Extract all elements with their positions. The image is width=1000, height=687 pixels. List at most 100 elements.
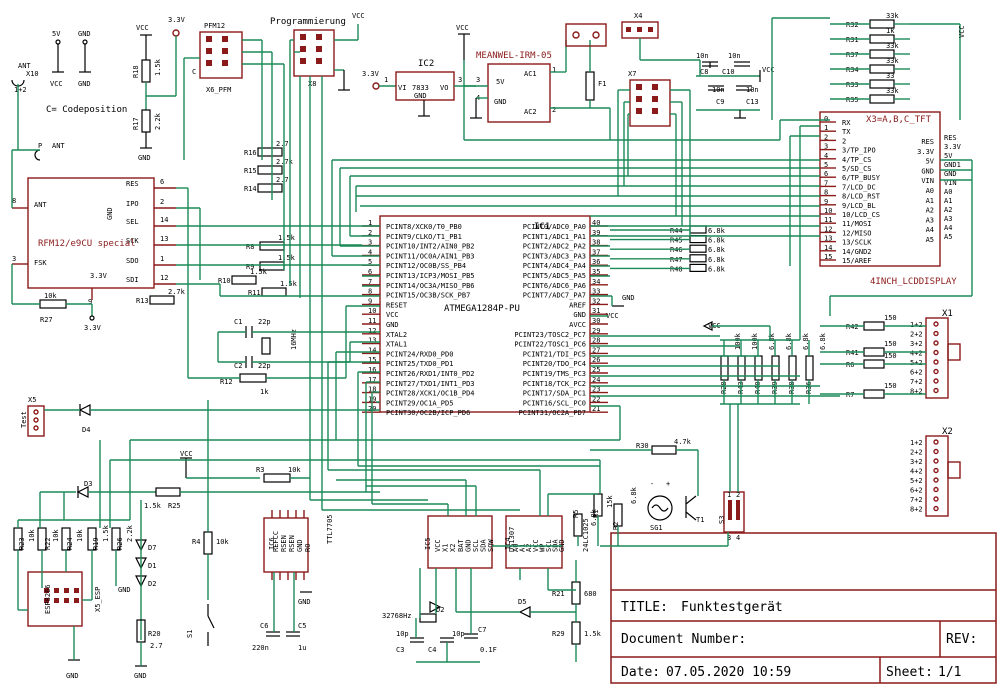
connector-pin [933,496,939,502]
buzzer-switch-area: R30 4.7k - + SG1 T1 S3 1 2 3 4 [590,404,745,547]
x8-label: X8 [308,80,316,88]
vcc-mw: VCC [456,24,469,32]
x7-connector: X7 [628,70,671,127]
label-5v: 5V [52,30,61,38]
mw-gnd: GND [494,98,507,106]
mw-p1: 1 [552,66,556,74]
c5-val: 1u [298,644,306,652]
c2-ref: C2 [234,362,242,370]
connector-pin-label: 1+2 [910,439,923,447]
xtal-label: 32768Hz [382,612,412,620]
sg1-label: SG1 [650,524,663,532]
resistor-ref: R34 [846,66,859,74]
ic4-ref: IC4 [504,537,512,550]
connector-pin [933,321,939,327]
resistor-ref: R37 [846,51,859,59]
d1-label: D1 [148,562,156,570]
r17-ref: R17 [132,117,140,130]
c4-val: 10p [452,630,465,638]
ic2-part: 7833 [412,84,429,92]
mcu-right-pin-num: 25 [592,366,600,374]
r25-ref: R25 [168,502,181,510]
resistor-ref: R14 [244,185,257,193]
r24-ref: R24 [66,537,74,550]
resistor-ref: R16 [244,149,257,157]
ic2-ref: IC2 [418,59,434,69]
gnd-mcu-right: GND [622,294,635,302]
s3-dip-switch [723,491,745,533]
connector-pin-label: 1+2 [910,321,923,329]
mcu-left-pin-num: 4 [368,248,372,256]
tft-pin-name: 15/AREF [842,257,872,265]
title-value: Funktestgerät [681,600,783,615]
s3-pin4: 4 [736,534,740,542]
t1-label: T1 [696,516,704,524]
r29-val: 1.5k [584,630,602,638]
rfm-num-sck: 13 [160,235,168,243]
s1-label: S1 [186,630,194,638]
mcu-left-pin-num: 18 [368,386,376,394]
mcu-left-pin-num: 17 [368,376,376,384]
tft-pin-num: 13 [824,235,832,243]
rfm-pin-res: RES [126,180,139,188]
ic5-part: DS1307 [508,527,516,552]
resistor-value: 100k [751,332,759,350]
d3-diode-icon [76,486,89,498]
mcu-right-pin-num: 29 [592,327,600,335]
s3-pin2: 2 [736,491,740,499]
mcu-left-pin-name: PCINT27/TXD1/INT1_PD3 [386,380,475,388]
resistor-ref: R46 [670,246,683,254]
resistor-body [257,147,283,157]
buzzer-icon [647,495,673,521]
vcc-mcu-right: VCC [606,312,619,320]
s3-label: S3 [718,516,726,524]
connector-pin [933,349,939,356]
resistor-value: 2.7 [276,140,289,148]
mcu-right-power: GND VCC VCC [590,294,770,331]
mcu-right-pin-num: 26 [592,356,600,364]
mcu-right-pin-name: PCINT4/ADC4_PA4 [523,262,586,270]
tft-ext-label: GND1 [944,161,961,169]
vcc-caps: VCC [762,66,775,74]
d4-label: D4 [82,426,90,434]
r3-val: 10k [288,466,301,474]
rfm-pin-fsk-num: 3 [12,255,16,263]
tft-ext-label: A5 [944,233,952,241]
vcc-r18: VCC [136,24,149,32]
c7-val: 0.1F [480,646,497,654]
tft-pin-num: 6 [824,170,828,178]
resistor-value: 6.8k [819,332,827,350]
rfm12-module: ANT FSK 8 3 GND RES IPO SEL SCK SDO SDI … [11,149,176,332]
c3-ref: C3 [396,646,404,654]
connector-pin-label: 6+2 [910,487,923,495]
resistor-ref: R45 [670,237,683,245]
mcu-right-pin-name: GND [573,311,586,319]
mcu-right-pin-num: 35 [592,268,600,276]
gnd-esp-bottom: GND [66,672,79,680]
connector-pin [933,448,939,455]
mcu-left-pin-name: PCINT8/XCK0/T0_PB0 [386,223,462,231]
connector-pin-label: 7+2 [910,496,923,504]
decoupling-caps: 10n C8 10n C10 10n C9 10n C13 VCC [696,52,775,119]
mcu-right-pin-name: PCINT17/SDA_PC1 [523,390,586,398]
test-label: Test [20,411,28,428]
tft-pin-name: 6/TP_BUSY [842,174,881,182]
connector-pin [933,458,939,464]
resistor-ref: R33 [846,81,859,89]
mcu-left-pin-name: PCINT11/OC0A/AIN1_PB3 [386,252,475,260]
resistor-value: 6.8k [802,332,810,350]
connector-pin [933,368,939,375]
meanwell-psu: VCC MEANWEL-IRM-05 AC1 AC2 5V GND 3 4 1 … [456,12,659,123]
ic4-pin-name: GND [558,539,566,552]
ic2-out-label: 3.3V [362,70,380,78]
tft-pin-name: 9/LCD_BL [842,202,876,210]
note-codeposition: C= Codeposition [46,105,127,115]
resistor-value: 2.7k [168,288,186,296]
vertical-resistors-right: R28100kR43100kR406.8kR396.8kR386.8kR366.… [720,332,827,405]
d4-diode-icon [78,404,91,416]
mcu-right-pin-name: PCINT22/TOSC1_PC6 [514,341,586,349]
resistor-ref: R8 [246,243,254,251]
